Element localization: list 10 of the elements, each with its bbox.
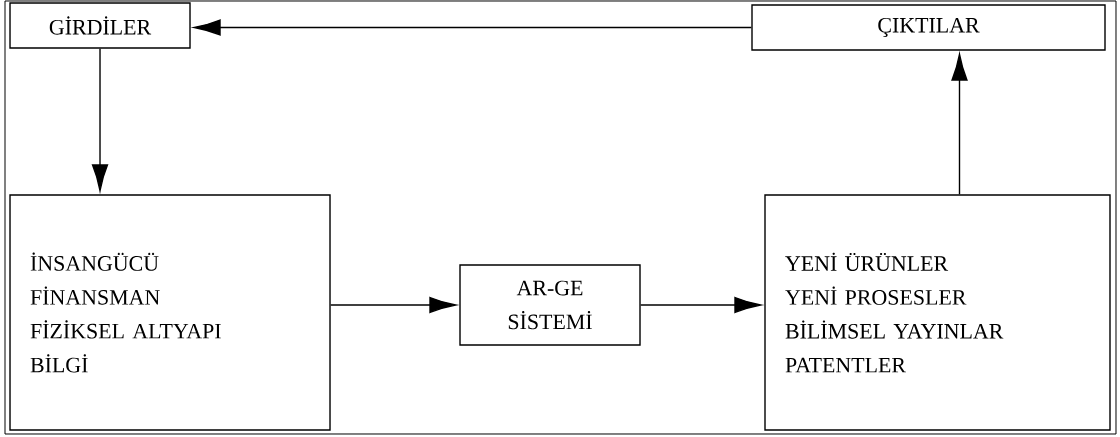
process-box: AR-GE SİSTEMİ xyxy=(459,264,641,346)
input-list-box: İNSANGÜCÜ FİNANSMAN FİZİKSEL ALTYAPI BİLGİ xyxy=(9,194,331,431)
arrow xyxy=(330,296,457,314)
arrow xyxy=(193,19,752,36)
input-box: GİRDİLER xyxy=(9,2,191,49)
arrow xyxy=(640,296,762,314)
arrow xyxy=(951,53,968,195)
output-box: ÇIKTILAR xyxy=(751,4,1106,51)
output-list-box: YENİ ÜRÜNLER YENİ PROSESLER BİLİMSEL YAYINLAR PATENTLER xyxy=(764,194,1111,431)
arrow xyxy=(91,48,109,192)
